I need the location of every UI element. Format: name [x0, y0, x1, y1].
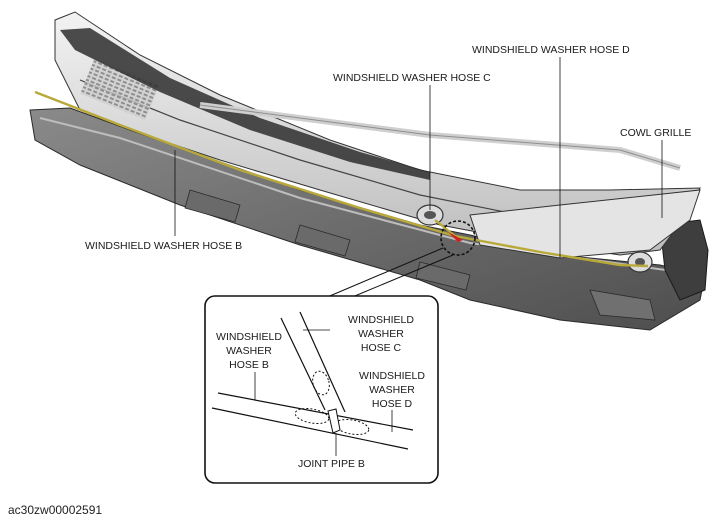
detail-label-joint-pipe: JOINT PIPE B	[298, 458, 365, 470]
inset-connector	[324, 247, 454, 299]
detail-inset	[204, 295, 439, 484]
label-hose-d: WINDSHIELD WASHER HOSE D	[472, 44, 630, 56]
label-hose-c: WINDSHIELD WASHER HOSE C	[333, 72, 491, 84]
detail-label-hose-b: WINDSHIELD WASHER HOSE B	[216, 331, 282, 371]
label-hose-b: WINDSHIELD WASHER HOSE B	[85, 240, 243, 252]
figure-id: ac30zw00002591	[8, 503, 103, 517]
cowl-grille-shape	[54, 11, 701, 259]
detail-label-hose-d: WINDSHIELD WASHER HOSE D	[359, 370, 425, 410]
detail-label-hose-c: WINDSHIELD WASHER HOSE C	[348, 314, 414, 354]
label-cowl-grille: COWL GRILLE	[620, 127, 692, 139]
cowl-panel	[29, 107, 709, 331]
leader-lines	[174, 57, 663, 258]
joint-callout-circle	[440, 220, 476, 256]
washer-hose	[34, 90, 649, 268]
